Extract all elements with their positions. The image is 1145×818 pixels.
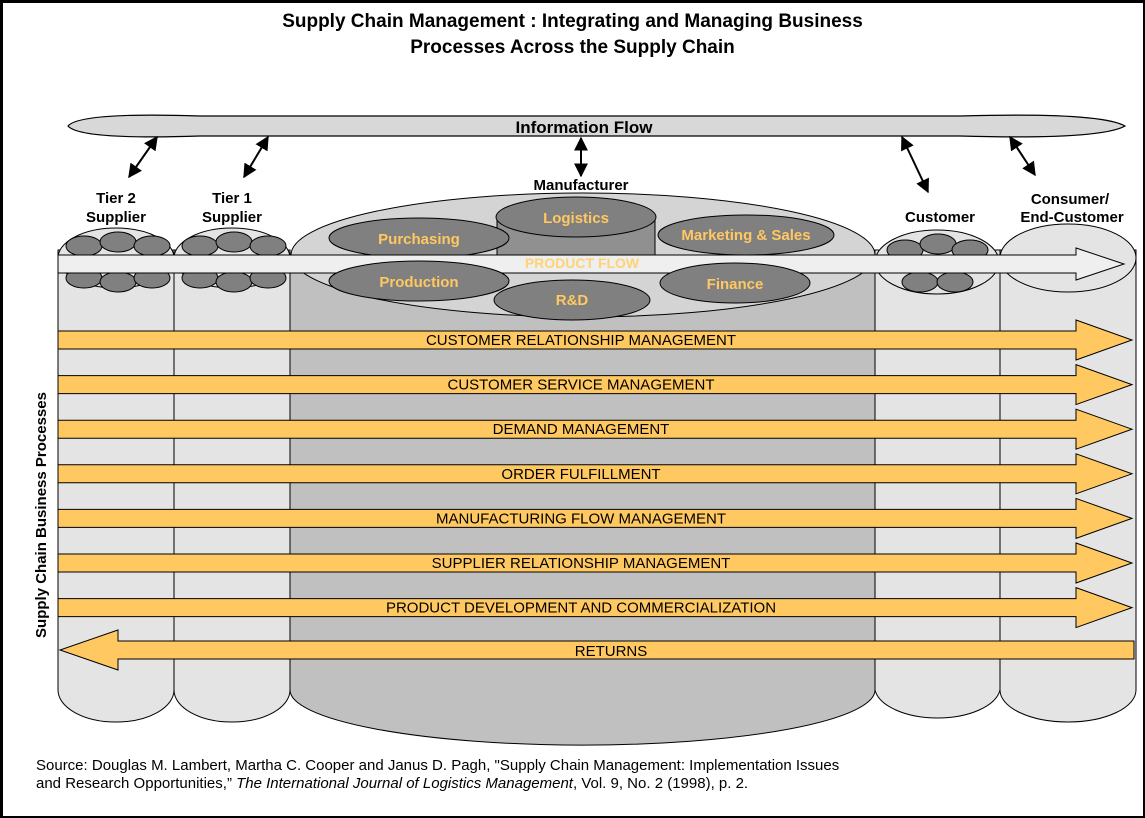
tier2-label-1: Tier 2 [96, 190, 136, 207]
process-label: PRODUCT DEVELOPMENT AND COMMERCIALIZATIO… [386, 600, 776, 617]
info-arrow-tier1 [243, 135, 269, 179]
consumer-label-2: End-Customer [1020, 209, 1124, 226]
function-ovals-bottom [328, 260, 811, 321]
source-line-2-prefix: and Research Opportunities,” [36, 775, 237, 792]
process-arrow [57, 453, 1134, 495]
manufacturer-label: Manufacturer [533, 177, 628, 194]
purchasing-label: Purchasing [378, 231, 460, 248]
tier1-label-2: Supplier [202, 209, 262, 226]
oval [215, 271, 253, 293]
info-arrow-customer [901, 135, 929, 194]
finance-oval [659, 262, 811, 304]
process-arrow [57, 497, 1134, 540]
returns-arrow [58, 629, 1135, 671]
oval [215, 231, 253, 253]
marketing-label: Marketing & Sales [681, 227, 810, 244]
production-oval [328, 260, 510, 302]
product-flow-arrow [57, 247, 1126, 281]
process-label: CUSTOMER RELATIONSHIP MANAGEMENT [426, 332, 736, 349]
function-ovals-top [328, 196, 835, 259]
oval [936, 271, 974, 293]
oval [65, 235, 103, 257]
oval [133, 235, 171, 257]
production-label: Production [379, 274, 458, 291]
process-arrow [57, 542, 1134, 584]
consumer-label-1: Consumer/ [1031, 191, 1110, 208]
oval [99, 231, 137, 253]
small-ovals [65, 231, 989, 293]
oval [249, 235, 287, 257]
cylinder-manufacturer [289, 254, 876, 746]
process-arrow [57, 586, 1134, 629]
process-label: DEMAND MANAGEMENT [493, 421, 670, 438]
source-journal: The International Journal of Logistics M… [236, 775, 573, 792]
title-line-1: Supply Chain Management : Integrating an… [282, 11, 863, 32]
process-arrow [57, 363, 1134, 406]
source-line-1: Source: Douglas M. Lambert, Martha C. Co… [36, 757, 840, 774]
side-label: Supply Chain Business Processes [33, 392, 50, 638]
process-arrow [57, 408, 1134, 450]
tier2-label-2: Supplier [86, 209, 146, 226]
product-flow-label: PRODUCT FLOW [525, 255, 640, 271]
oval [919, 233, 957, 255]
oval [901, 271, 939, 293]
oval [99, 271, 137, 293]
process-label: SUPPLIER RELATIONSHIP MANAGEMENT [432, 555, 731, 572]
source-line-2: and Research Opportunities,” The Interna… [36, 775, 1126, 793]
information-flow-label: Information Flow [516, 118, 654, 137]
process-label: CUSTOMER SERVICE MANAGEMENT [448, 377, 715, 394]
process-arrows: CUSTOMER RELATIONSHIP MANAGEMENT CUSTOMER… [57, 319, 1134, 629]
rnd-label: R&D [556, 292, 589, 309]
oval [181, 235, 219, 257]
logistics-oval [495, 196, 657, 238]
tier1-label-1: Tier 1 [212, 190, 252, 207]
source-line-2-suffix: , Vol. 9, No. 2 (1998), p. 2. [572, 775, 749, 792]
returns-label: RETURNS [575, 643, 648, 660]
customer-label: Customer [905, 209, 975, 226]
information-flow-arrows [128, 135, 1036, 194]
process-label: MANUFACTURING FLOW MANAGEMENT [436, 510, 726, 527]
rnd-oval [493, 279, 651, 321]
logistics-label: Logistics [543, 210, 609, 227]
info-arrow-consumer [1009, 135, 1036, 177]
finance-label: Finance [707, 276, 764, 293]
process-label: ORDER FULFILLMENT [501, 466, 660, 483]
title-line-2: Processes Across the Supply Chain [410, 37, 735, 58]
info-arrow-tier2 [128, 135, 158, 179]
process-arrow [57, 319, 1134, 361]
